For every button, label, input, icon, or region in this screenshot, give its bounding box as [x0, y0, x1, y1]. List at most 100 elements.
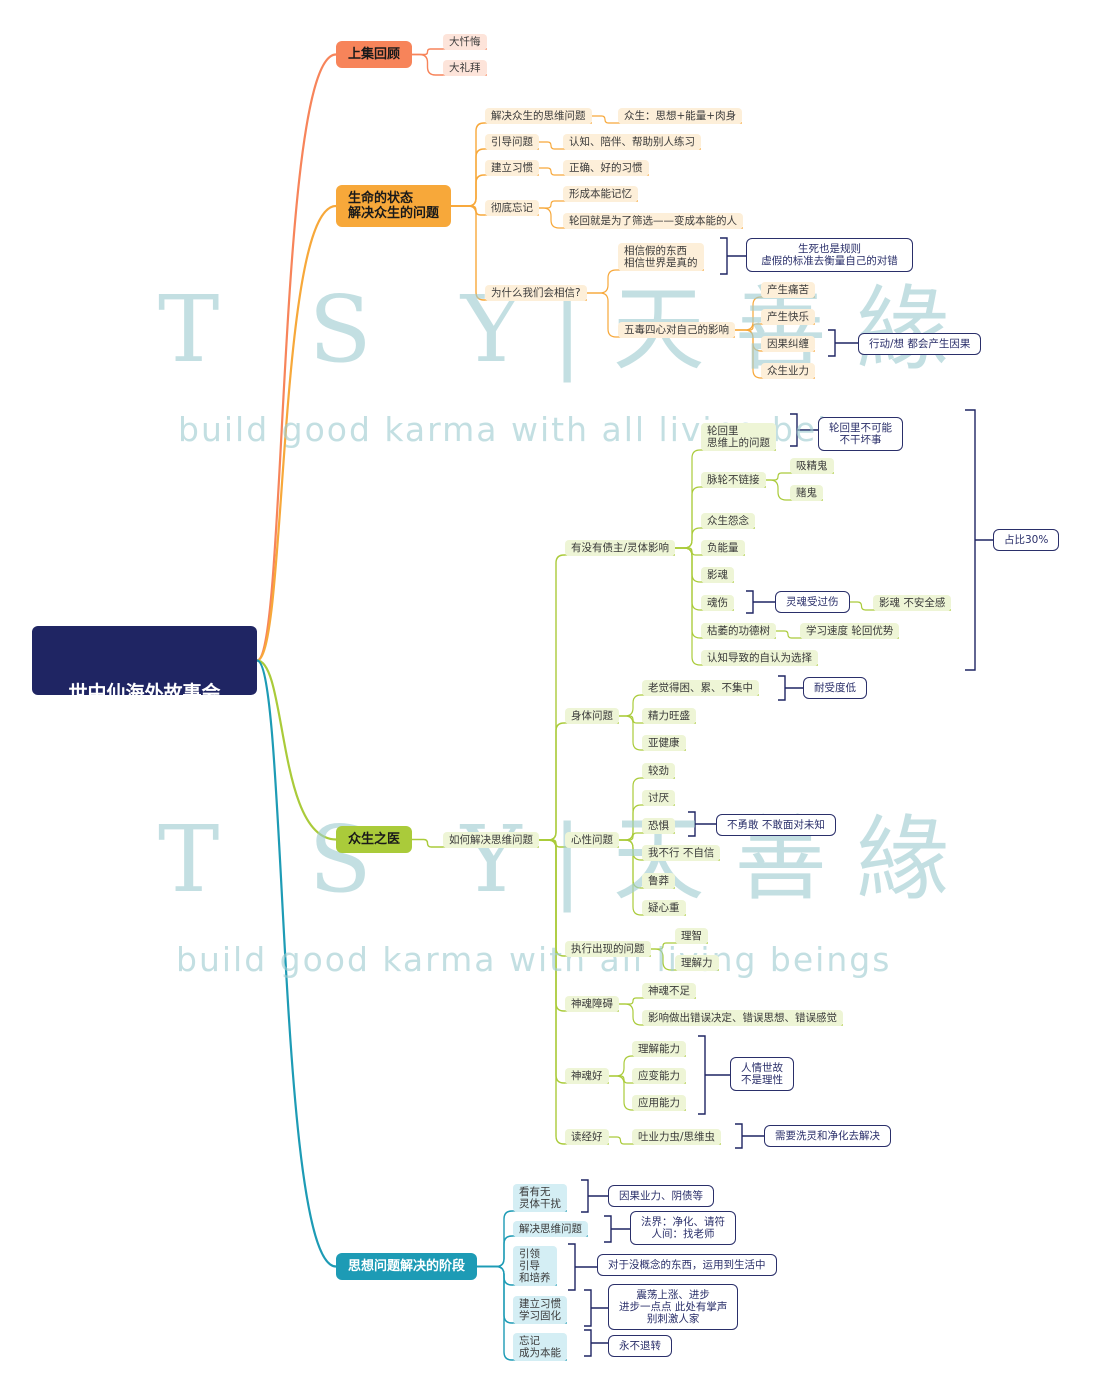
soul-hurt-note[interactable]: 灵魂受过伤 — [775, 591, 850, 613]
recap-item[interactable]: 大礼拜 — [443, 60, 487, 76]
doctor-spirit-block[interactable]: 神魂障碍 — [565, 996, 619, 1012]
body-item[interactable]: 亚健康 — [642, 735, 686, 751]
creditor-soul-hurt[interactable]: 魂伤 — [701, 595, 734, 611]
body-note[interactable]: 耐受度低 — [803, 677, 867, 699]
exec-item[interactable]: 理解力 — [675, 955, 719, 971]
creditor-reincarnation-note[interactable]: 轮回里不可能 不干坏事 — [818, 417, 903, 451]
chakra-item[interactable]: 吸精鬼 — [790, 458, 834, 474]
stage-note[interactable]: 震荡上涨、进步 进步一点点 此处有掌声 别刺激人家 — [608, 1284, 739, 1330]
doctor-body[interactable]: 身体问题 — [565, 708, 619, 724]
poison-item[interactable]: 因果纠缠 — [761, 336, 815, 352]
mind-item[interactable]: 讨厌 — [642, 790, 675, 806]
creditor-cognition[interactable]: 认知导致的自认为选择 — [701, 650, 818, 666]
stage-note[interactable]: 对于没概念的东西，运用到生活中 — [597, 1254, 777, 1276]
branch-recap[interactable]: 上集回顾 — [336, 41, 413, 68]
life-habit-note[interactable]: 正确、好的习惯 — [563, 160, 649, 176]
connector — [651, 942, 675, 950]
life-habit[interactable]: 建立习惯 — [485, 160, 539, 176]
connector — [539, 839, 565, 1145]
poison-item[interactable]: 产生快乐 — [761, 309, 815, 325]
spirit-good-note[interactable]: 人情世故 不是理性 — [730, 1057, 794, 1091]
creditor-tree[interactable]: 枯萎的功德树 — [701, 623, 776, 639]
stage-item[interactable]: 看有无 灵体干扰 — [513, 1184, 567, 1212]
branch-doctor[interactable]: 众生之医 — [336, 826, 413, 853]
doctor-how[interactable]: 如何解决思维问题 — [443, 832, 539, 848]
life-believe[interactable]: 为什么我们会相信? — [485, 285, 587, 301]
main-connector — [255, 659, 337, 1268]
body-item[interactable]: 老觉得困、累、不集中 — [642, 680, 759, 696]
summary-bracket — [720, 237, 746, 275]
root-topic[interactable]: 世中仙海外故事会 A23 财富 — [32, 626, 257, 770]
summary-bracket — [965, 409, 993, 671]
creditor-chakra[interactable]: 脉轮不链接 — [701, 472, 766, 488]
chakra-item[interactable]: 赌鬼 — [790, 485, 823, 501]
life-guide-note[interactable]: 认知、陪伴、帮助别人练习 — [563, 134, 701, 150]
connector — [675, 547, 701, 639]
life-solve-note[interactable]: 众生：思想+能量+肉身 — [618, 108, 743, 124]
connector — [587, 269, 618, 294]
mind-item[interactable]: 较劲 — [642, 763, 675, 779]
connector — [539, 167, 563, 176]
life-believe-fake-note[interactable]: 生死也是规则 虚假的标准去衡量自己的对错 — [746, 238, 913, 272]
soul-hurt-effect[interactable]: 影魂 不安全感 — [873, 595, 952, 611]
mind-item[interactable]: 疑心重 — [642, 900, 686, 916]
connector — [477, 1210, 513, 1268]
connector — [735, 323, 761, 331]
connector — [539, 839, 565, 848]
stage-note[interactable]: 因果业力、阴债等 — [608, 1185, 714, 1207]
mind-item[interactable]: 恐惧 — [642, 818, 675, 834]
connector — [619, 997, 642, 1005]
connector — [735, 329, 762, 379]
stage-note[interactable]: 永不退转 — [608, 1335, 672, 1357]
doctor-exec[interactable]: 执行出现的问题 — [565, 941, 651, 957]
branch-life-state[interactable]: 生命的状态 解决众生的问题 — [336, 185, 452, 227]
mind-item[interactable]: 鲁莽 — [642, 873, 675, 889]
creditor-item[interactable]: 影魂 — [701, 567, 734, 583]
stage-item[interactable]: 解决思维问题 — [513, 1221, 588, 1237]
creditor-reincarnation[interactable]: 轮回里 思维上的问题 — [701, 423, 776, 451]
recap-item[interactable]: 大忏悔 — [443, 34, 487, 50]
spirit-good-item[interactable]: 应用能力 — [632, 1095, 686, 1111]
spirit-good-item[interactable]: 应变能力 — [632, 1068, 686, 1084]
connector — [609, 1075, 633, 1111]
life-forget[interactable]: 彻底忘记 — [485, 200, 539, 216]
branch-stage[interactable]: 思想问题解决的阶段 — [336, 1253, 478, 1280]
creditor-item[interactable]: 众生怨念 — [701, 513, 755, 529]
sutra-item[interactable]: 吐业力虫/思维虫 — [632, 1129, 722, 1145]
exec-item[interactable]: 理智 — [675, 928, 708, 944]
poison-note[interactable]: 行动/想 都会产生因果 — [858, 333, 982, 355]
connector — [477, 1265, 513, 1286]
spirit-block-item[interactable]: 神魂不足 — [642, 983, 696, 999]
creditor-ratio[interactable]: 占比30% — [993, 529, 1060, 551]
connector — [675, 547, 701, 666]
spirit-good-item[interactable]: 理解能力 — [632, 1041, 686, 1057]
fear-note[interactable]: 不勇敢 不敢面对未知 — [716, 814, 836, 836]
creditor-item[interactable]: 负能量 — [701, 540, 745, 556]
life-guide[interactable]: 引导问题 — [485, 134, 539, 150]
doctor-mind[interactable]: 心性问题 — [565, 832, 619, 848]
doctor-creditor[interactable]: 有没有债主/灵体影响 — [565, 540, 676, 556]
connector — [539, 200, 563, 209]
stage-item[interactable]: 忘记 成为本能 — [513, 1333, 567, 1361]
connector — [619, 804, 642, 841]
connector — [451, 174, 485, 207]
summary-bracket — [735, 1123, 764, 1149]
tree-note[interactable]: 学习速度 轮回优势 — [800, 623, 900, 639]
connector — [539, 207, 563, 229]
stage-note[interactable]: 法界：净化、请符 人间：找老师 — [630, 1211, 736, 1245]
mind-item[interactable]: 我不行 不自信 — [642, 845, 721, 861]
life-solve[interactable]: 解决众生的思维问题 — [485, 108, 592, 124]
poison-item[interactable]: 产生痛苦 — [761, 282, 815, 298]
doctor-sutra[interactable]: 读经好 — [565, 1129, 609, 1145]
life-poison[interactable]: 五毒四心对自己的影响 — [618, 322, 735, 338]
stage-item[interactable]: 引领 引导 和培养 — [513, 1246, 557, 1286]
poison-item[interactable]: 众生业力 — [761, 363, 815, 379]
stage-item[interactable]: 建立习惯 学习固化 — [513, 1296, 567, 1324]
life-forget-note[interactable]: 形成本能记忆 — [563, 186, 638, 202]
doctor-spirit-good[interactable]: 神魂好 — [565, 1068, 609, 1084]
life-believe-fake[interactable]: 相信假的东西 相信世界是真的 — [618, 243, 704, 271]
body-item[interactable]: 精力旺盛 — [642, 708, 696, 724]
life-forget-note[interactable]: 轮回就是为了筛选——变成本能的人 — [563, 213, 743, 229]
spirit-block-item[interactable]: 影响做出错误决定、错误思想、错误感觉 — [642, 1010, 843, 1026]
sutra-note[interactable]: 需要洗灵和净化去解决 — [764, 1125, 891, 1147]
